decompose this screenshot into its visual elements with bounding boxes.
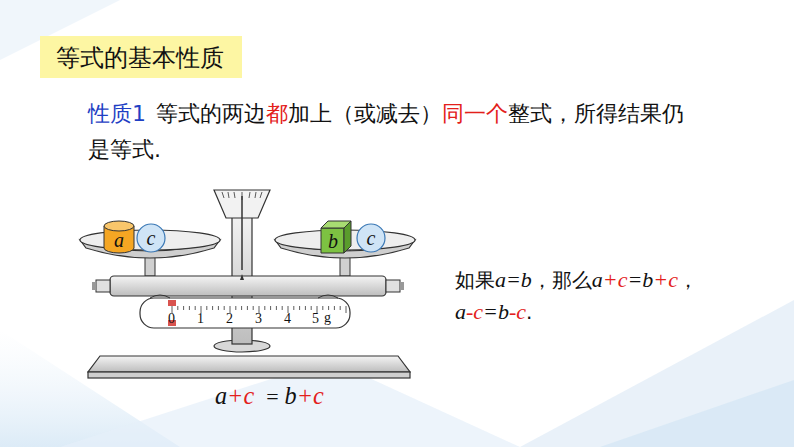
example-part: 如果 <box>455 268 495 292</box>
cylinder-weight: a <box>103 220 135 254</box>
example-part: . <box>526 300 532 324</box>
example-part: =b <box>483 299 509 324</box>
example-part: -c <box>466 299 483 324</box>
ruler-hook <box>318 295 338 298</box>
variable-label: b <box>328 230 338 253</box>
ball-weight: c <box>136 223 166 253</box>
example-part: +c <box>603 267 628 292</box>
statement-part: 等式的两边 <box>156 101 266 126</box>
scale-number: 4 <box>284 312 291 326</box>
ruler-hook <box>150 295 170 298</box>
beam-knob <box>400 282 404 290</box>
heading-box: 等式的基本性质 <box>40 36 242 78</box>
example-part: -c <box>509 299 526 324</box>
bg-shape <box>520 300 794 447</box>
scale-number: 1 <box>197 312 204 326</box>
variable-label: c <box>367 227 376 250</box>
formula-part: +c <box>227 382 254 409</box>
statement-part: 都 <box>266 101 288 126</box>
cube-weight: b <box>320 220 352 254</box>
scale-base <box>88 356 410 372</box>
scale-number: 0 <box>168 312 175 326</box>
property-statement: 性质1等式的两边都加上（或减去）同一个整式，所得结果仍是等式. <box>88 96 698 168</box>
pointer-tip <box>240 274 244 280</box>
statement-part: 加上（或减去） <box>288 101 442 126</box>
example-part: ， <box>678 268 698 292</box>
example-line: 如果a=b，那么a+c=b+c， <box>455 266 698 294</box>
example-part: ，那么 <box>532 268 592 292</box>
scale-base <box>88 372 410 378</box>
scale-number: g <box>324 311 331 325</box>
beam-end <box>386 280 400 292</box>
bg-shape <box>600 380 794 447</box>
scale-number: 5 <box>312 312 319 326</box>
formula-part: +c <box>297 382 324 409</box>
pointer <box>241 196 243 270</box>
example-line: a-c=b-c. <box>455 298 532 326</box>
beam-knob <box>92 282 96 290</box>
example-part: =b <box>627 267 653 292</box>
example-part: a <box>455 299 466 324</box>
variable-label: c <box>147 227 156 250</box>
formula-part: b <box>285 382 297 409</box>
example-part: a <box>592 267 603 292</box>
variable-label: a <box>114 229 124 252</box>
scale-number: 3 <box>255 312 262 326</box>
example-part: +c <box>653 267 678 292</box>
formula-part: a <box>215 382 227 409</box>
formula: a+c=b+c <box>215 382 324 411</box>
beam-end <box>96 280 110 292</box>
rider <box>168 300 176 306</box>
scale-beam <box>110 276 386 296</box>
formula-part: = <box>266 384 278 409</box>
bg-shape <box>60 360 520 447</box>
statement-part: 同一个 <box>442 101 508 126</box>
heading-text: 等式的基本性质 <box>56 44 224 72</box>
statement-part: 性质1 <box>88 101 146 126</box>
ball-weight: c <box>356 223 386 253</box>
example-part: a=b <box>495 267 532 292</box>
scale-number: 2 <box>226 312 233 326</box>
rider-ruler <box>140 298 350 328</box>
